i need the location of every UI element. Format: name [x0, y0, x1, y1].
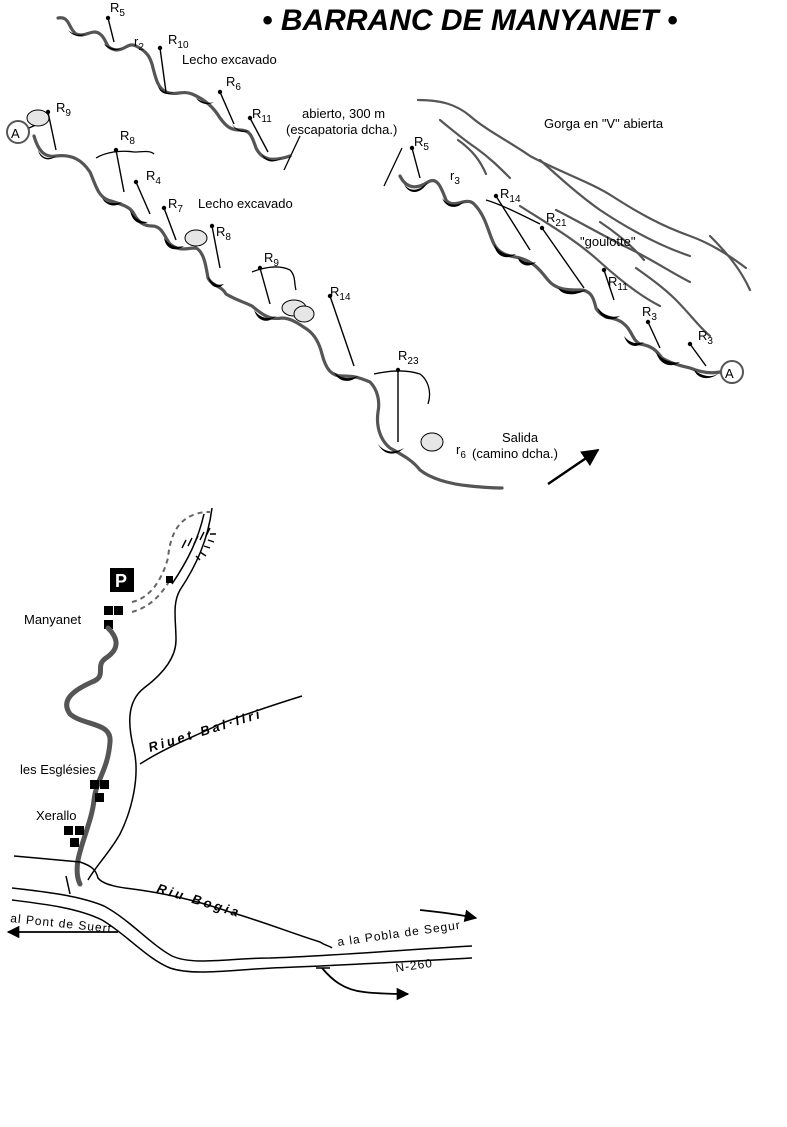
jump-label: R11 — [608, 274, 628, 293]
jump-label: R8 — [120, 128, 135, 147]
road-right-label: a la Pobla de Segur — [336, 918, 461, 949]
village-xerallo-icon — [64, 826, 84, 847]
note-goulotte: "goulotte" — [580, 234, 636, 249]
jump-label: R6 — [226, 74, 241, 93]
jump-label: R4 — [146, 168, 161, 187]
jump-label: R21 — [546, 210, 567, 229]
note-abierto-1: abierto, 300 m — [302, 106, 385, 121]
jump-label: R14 — [330, 284, 351, 303]
river-bogia-label: Riu Bogia — [155, 881, 243, 921]
village-manyanet-icon — [104, 606, 123, 629]
place-esglesies: les Esglésies — [20, 762, 96, 777]
jump-label: R3 — [642, 304, 657, 323]
river-riuet-label: Riuet Bal·liri — [146, 706, 264, 755]
jump-label: R5 — [414, 134, 429, 153]
parking-icon — [110, 568, 134, 592]
svg-text:A: A — [11, 126, 20, 141]
place-manyanet: Manyanet — [24, 612, 81, 627]
note-salida: Salida — [502, 430, 539, 445]
jump-label: R9 — [56, 100, 71, 119]
exit-arrow — [547, 448, 600, 486]
streambed-1 — [56, 16, 292, 161]
note-gorga: Gorga en "V" abierta — [544, 116, 664, 131]
topo-section-1: R5 r2 R10 R6 R11 Lecho excavado abierto,… — [56, 0, 397, 171]
jump-label: R3 — [698, 328, 713, 347]
location-map: P Manyanet les Esglésies Xerallo Riuet B… — [6, 507, 478, 1001]
jump-label: r6 — [456, 442, 466, 461]
village-esglesies-icon — [90, 780, 109, 802]
page-title: • BARRANC DE MANYANET • — [262, 4, 677, 37]
road-number-label: N-260 — [394, 956, 433, 975]
jump-label: R14 — [500, 186, 521, 205]
note-lecho-1: Lecho excavado — [182, 52, 277, 67]
note-abierto-2: (escapatoria dcha.) — [286, 122, 397, 137]
jump-label: R7 — [168, 196, 183, 215]
jump-label: R23 — [398, 348, 419, 367]
streambed-3 — [398, 174, 722, 375]
svg-text:P: P — [115, 571, 127, 591]
jump-label: R10 — [168, 32, 189, 51]
topo-section-3: A R5 r3 R14 R21 R11 R3 R3 Gorga en "V" a… — [383, 98, 752, 384]
place-xerallo: Xerallo — [36, 808, 76, 823]
jump-label: R8 — [216, 224, 231, 243]
jump-label: R5 — [110, 0, 125, 19]
note-camino: (camino dcha.) — [472, 446, 558, 461]
note-lecho-2: Lecho excavado — [198, 196, 293, 211]
svg-text:A: A — [725, 366, 734, 381]
jump-label: R9 — [264, 250, 279, 269]
topo-section-2: A R9 R8 R4 R7 R8 R9 R14 R23 — [6, 100, 600, 490]
jump-label: r3 — [450, 168, 460, 187]
anchor-a-right: A — [720, 360, 744, 384]
jump-label: r2 — [134, 34, 144, 53]
jump-label: R11 — [252, 106, 272, 125]
anchor-a-left: A — [6, 120, 30, 144]
